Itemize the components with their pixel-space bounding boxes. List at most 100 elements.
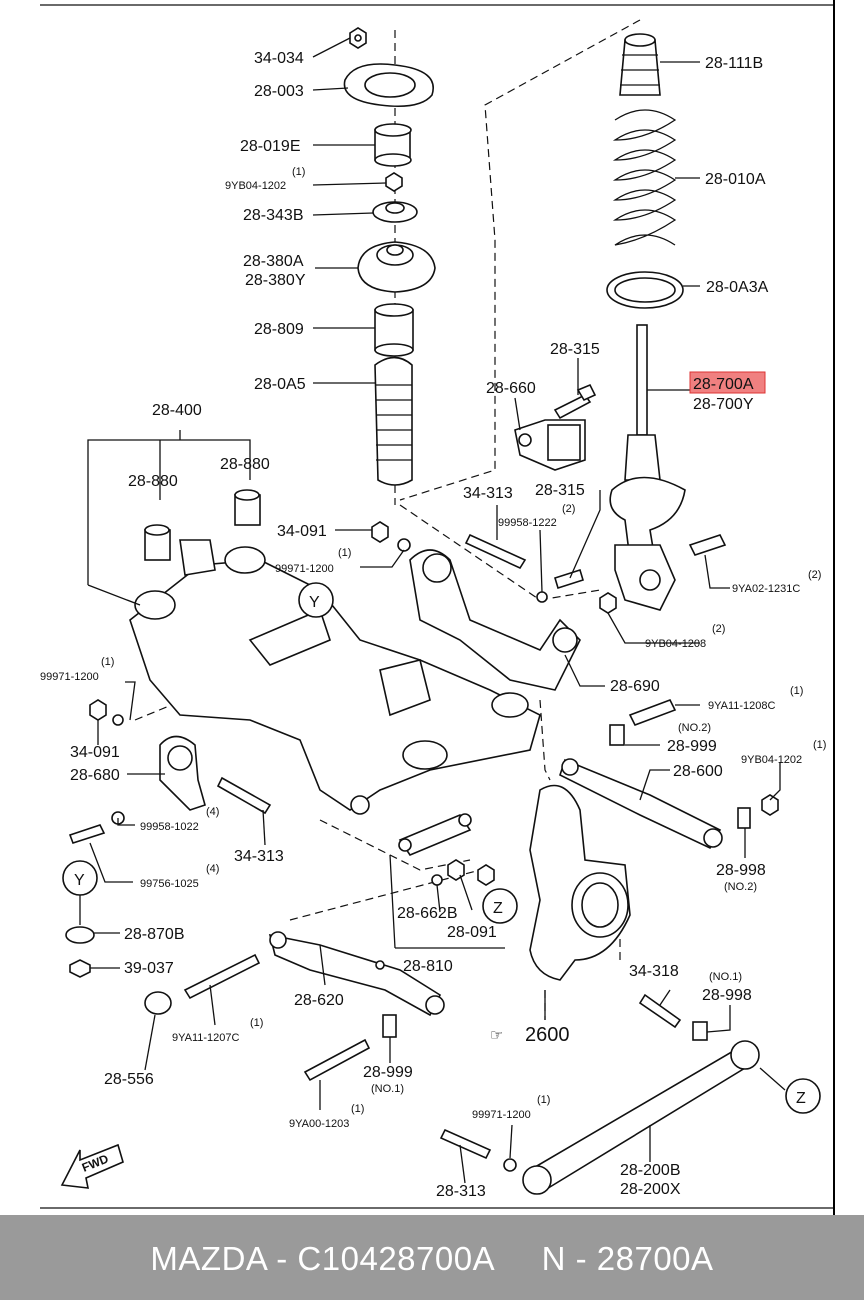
bolt-28-313 <box>439 1128 492 1160</box>
label-28-810: 28-810 <box>403 958 453 975</box>
label-28-680: 28-680 <box>70 767 120 784</box>
label-99958-1222: 99958-1222 <box>498 517 557 529</box>
ref-circle-y-left <box>62 860 98 896</box>
label-9YA02-1231C: 9YA02-1231C <box>732 583 800 595</box>
label-34-091-left: 34-091 <box>70 744 120 761</box>
plate-28-999-no2 <box>609 724 625 746</box>
label-9YA11-1208C: 9YA11-1208C <box>708 700 776 712</box>
bolt-9YA11-1207C <box>183 953 261 1000</box>
label-39-037: 39-037 <box>124 960 174 977</box>
nut-9YB04-1202-top <box>385 172 403 192</box>
label-28-380A: 28-380A <box>243 253 304 270</box>
ref-circle-z-right <box>785 1078 821 1114</box>
label-no2-28-998: (NO.2) <box>724 881 757 893</box>
label-28-600: 28-600 <box>673 763 723 780</box>
label-99971-1200-bottom: 99971-1200 <box>472 1109 531 1121</box>
footer-bar <box>0 1215 864 1300</box>
washer-99971-1200-left <box>112 714 124 726</box>
part-labels: 34-034 28-003 28-019E (1) 9YB04-1202 28-… <box>40 50 826 1200</box>
label-28-690: 28-690 <box>610 678 660 695</box>
label-34-034: 34-034 <box>254 50 304 67</box>
knuckle-2600 <box>529 784 631 981</box>
washer-99971-1200-bottom <box>503 1158 517 1172</box>
label-28-880-left: 28-880 <box>128 473 178 490</box>
washer-99958-1222 <box>536 591 548 603</box>
bolt-9YA11-1208C <box>628 698 677 727</box>
label-no1-28-998: (NO.1) <box>709 971 742 983</box>
label-99971-1200-left: 99971-1200 <box>40 671 99 683</box>
upper-arm-28-690 <box>409 549 581 691</box>
nut-34-091-top <box>371 521 389 543</box>
bolt-34-313-top <box>464 533 527 570</box>
leader-lines <box>79 37 786 1184</box>
fwd-arrow-icon <box>60 1143 124 1189</box>
bump-stop-28-111B <box>619 33 661 96</box>
bolt-28-315-mid <box>554 568 584 590</box>
label-no1-28-999: (NO.1) <box>371 1083 404 1095</box>
label-28-700Y: 28-700Y <box>693 396 754 413</box>
ref-hand-icon: ☞ <box>490 1027 503 1044</box>
plate-28-999-no1 <box>382 1014 397 1038</box>
label-28-660: 28-660 <box>486 380 536 397</box>
label-28-556: 28-556 <box>104 1071 154 1088</box>
bolt-99756-1025 <box>68 824 106 844</box>
label-28-998-no2: 28-998 <box>716 862 766 879</box>
ref-circle-y-top <box>298 582 334 618</box>
label-28-111B: 28-111B <box>705 55 763 72</box>
nut-28-870B <box>65 926 95 944</box>
plate-28-998-no2 <box>737 807 751 829</box>
label-28-0A5: 28-0A5 <box>254 376 306 393</box>
label-34-318: 34-318 <box>629 963 679 980</box>
qty-9YB04-1202-top: (1) <box>292 166 305 178</box>
lateral-link-28-600 <box>559 758 723 850</box>
cap-28-556 <box>144 991 172 1015</box>
qty-9YB04-1202-mid: (1) <box>813 739 826 751</box>
label-28-343B: 28-343B <box>243 207 304 224</box>
mount-28-380A <box>357 241 436 293</box>
nut-34-034 <box>349 27 367 49</box>
rear-suspension-diagram: 34-034 28-003 28-019E (1) 9YB04-1202 28-… <box>40 4 833 1209</box>
shock-absorber-28-700A <box>609 324 686 611</box>
qty-99958-1222: (2) <box>562 503 575 515</box>
boot-28-0A5 <box>374 356 413 486</box>
bushing-28-809 <box>374 303 414 357</box>
bushing-28-880-left <box>144 524 171 561</box>
mount-28-680 <box>159 735 206 811</box>
coil-spring-28-010A <box>612 109 677 246</box>
label-99971-1200-top: 99971-1200 <box>275 563 334 575</box>
label-28-880-right: 28-880 <box>220 456 270 473</box>
trailing-link-28-200B <box>522 1040 760 1195</box>
plate-28-998-no1 <box>692 1021 708 1041</box>
label-9YB04-1202-top: 9YB04-1202 <box>225 180 286 192</box>
label-28-662B: 28-662B <box>397 905 458 922</box>
bracket-28-810 <box>398 813 472 856</box>
washer-28-343B <box>372 201 418 223</box>
label-28-999-no2: 28-999 <box>667 738 717 755</box>
bolt-28-315-top <box>553 383 597 420</box>
qty-9YA11-1207C: (1) <box>250 1017 263 1029</box>
crossmember-28-400 <box>129 539 541 815</box>
label-28-019E: 28-019E <box>240 138 301 155</box>
label-28-400: 28-400 <box>152 402 202 419</box>
label-28-620: 28-620 <box>294 992 344 1009</box>
label-28-870B: 28-870B <box>124 926 185 943</box>
plate-28-003 <box>343 63 434 108</box>
label-28-003: 28-003 <box>254 83 304 100</box>
nut-9YB04-1202-mid <box>761 794 779 816</box>
qty-9YA00-1203: (1) <box>351 1103 364 1115</box>
label-28-010A: 28-010A <box>705 171 766 188</box>
bracket-28-660 <box>514 419 586 471</box>
label-28-091: 28-091 <box>447 924 497 941</box>
label-9YA00-1203: 9YA00-1203 <box>289 1118 349 1130</box>
qty-99756-1025: (4) <box>206 863 219 875</box>
label-28-313: 28-313 <box>436 1183 486 1200</box>
right-frame-border <box>833 0 857 1215</box>
label-28-315-mid: 28-315 <box>535 482 585 499</box>
label-28-380Y: 28-380Y <box>245 272 306 289</box>
highlight-28-700A <box>689 371 766 394</box>
label-y-top: Y <box>309 594 320 611</box>
label-28-998-no1: 28-998 <box>702 987 752 1004</box>
lower-arm-28-620 <box>268 931 445 1017</box>
qty-9YA02-1231C: (2) <box>808 569 821 581</box>
label-y-left: Y <box>74 872 85 889</box>
